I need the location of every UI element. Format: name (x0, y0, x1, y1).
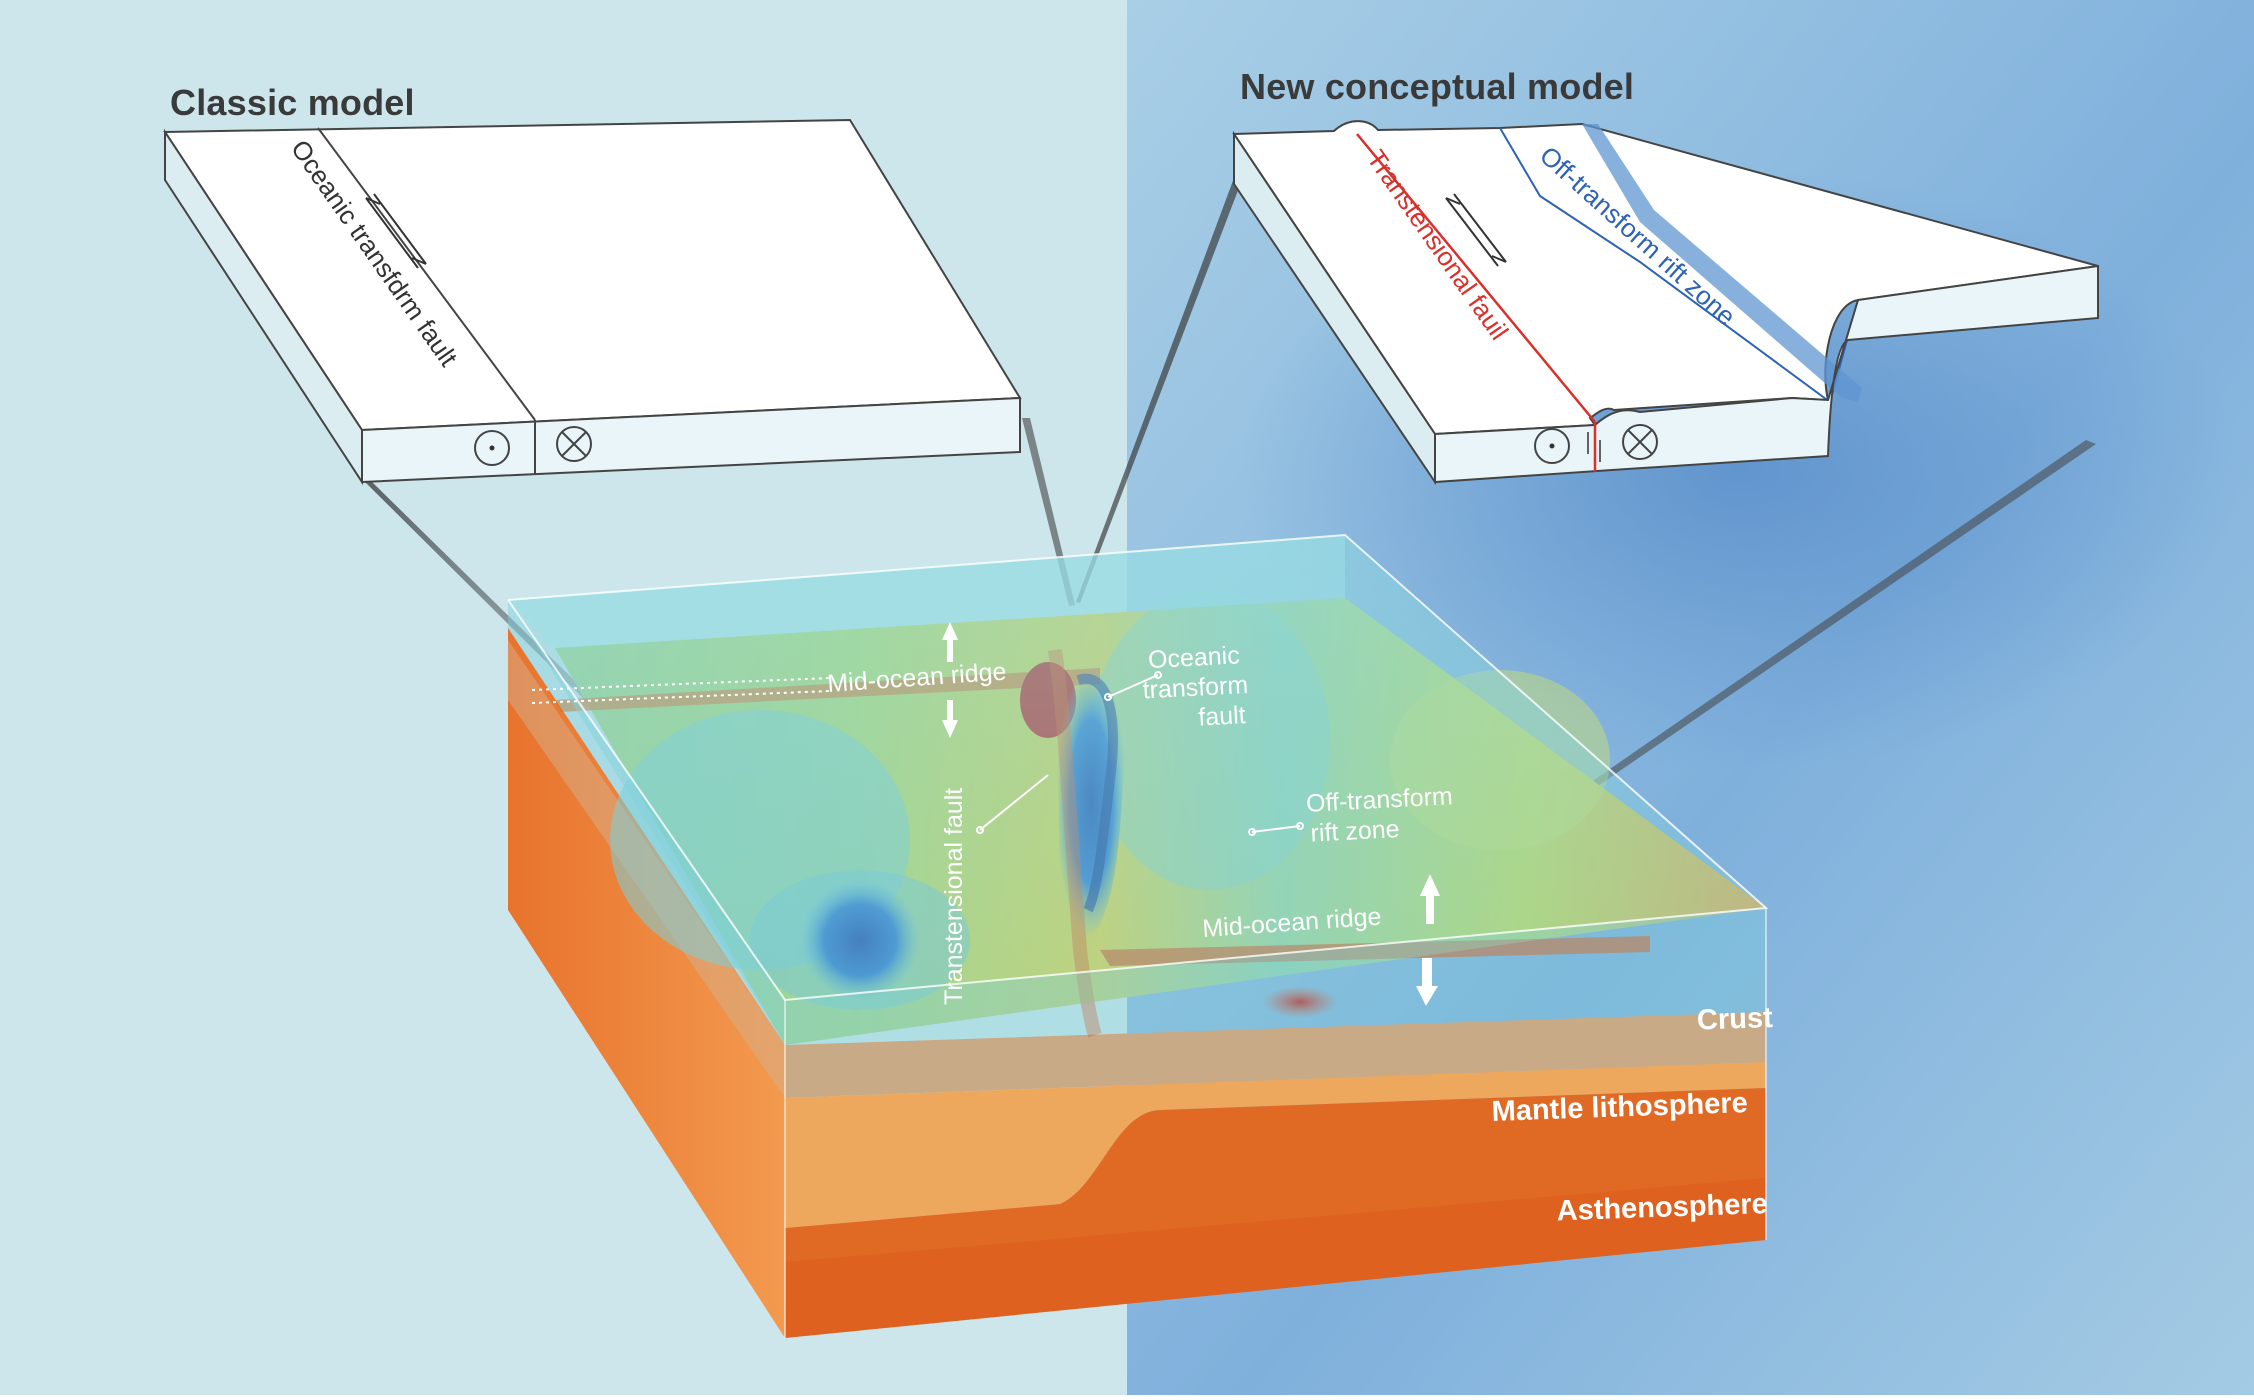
label-oceanic-transform: Oceanic transform fault (1142, 641, 1249, 731)
mantle-layer (785, 1062, 1766, 1228)
new-rift-outline (1499, 127, 1859, 404)
label-oceanic-transform-line2: transform (1142, 671, 1249, 704)
label-crust: Crust (1696, 1002, 1773, 1037)
label-off-transform: Off-transform rift zone (1305, 782, 1453, 848)
asthenosphere-deep (785, 1178, 1766, 1338)
classic-slab-front (361, 396, 1021, 484)
label-pointers (976, 671, 1304, 836)
label-asthenosphere: Asthenosphere (1556, 1188, 1768, 1227)
label-oceanic-transform-line1: Oceanic (1147, 641, 1240, 674)
classic-slip-arrows (365, 193, 427, 269)
ridge-dots-2 (531, 690, 831, 704)
beam-new-right (1484, 440, 2096, 860)
label-oceanic-transform-line3: fault (1198, 701, 1247, 731)
new-model-title: New conceptual model (1240, 66, 1635, 107)
new-slip-arrows (1445, 193, 1507, 267)
classic-fault-line (317, 127, 536, 421)
classic-model-title: Classic model (170, 82, 415, 123)
beam-new-left (1076, 178, 1242, 603)
new-vertical-slip-arrows (1587, 432, 1601, 462)
classic-into-page-icon (556, 426, 592, 462)
new-slab-front (1434, 264, 2099, 484)
water-back-face (508, 535, 1345, 648)
new-rift-scarp (1582, 124, 1862, 402)
block-left-face (508, 628, 785, 1338)
water-front-face (785, 908, 1766, 1045)
crust-layer (785, 1012, 1766, 1098)
spreading-arrow-lower (1416, 874, 1440, 1006)
spreading-arrow-upper (942, 622, 958, 738)
classic-model-slab: Oceanic transfdrm fault (163, 118, 1022, 486)
label-transtensional-fault: Transtensional fault (940, 788, 968, 1005)
water-left-face (508, 600, 785, 1045)
label-off-transform-line2: rift zone (1310, 815, 1400, 848)
new-model-slab: Transtensional fauil Off-transform rift … (1232, 120, 2099, 486)
classic-out-of-page-icon (474, 430, 510, 466)
water-top (508, 535, 1766, 1045)
seamount-red (1262, 986, 1338, 1018)
new-out-of-page-icon (1534, 428, 1570, 464)
earth-block: Mid-ocean ridge Mid-ocean ridge Transten… (507, 533, 1774, 1338)
new-transtensional-line (1356, 133, 1596, 423)
new-into-page-icon (1622, 424, 1658, 460)
ridge-dots-1 (531, 677, 831, 691)
